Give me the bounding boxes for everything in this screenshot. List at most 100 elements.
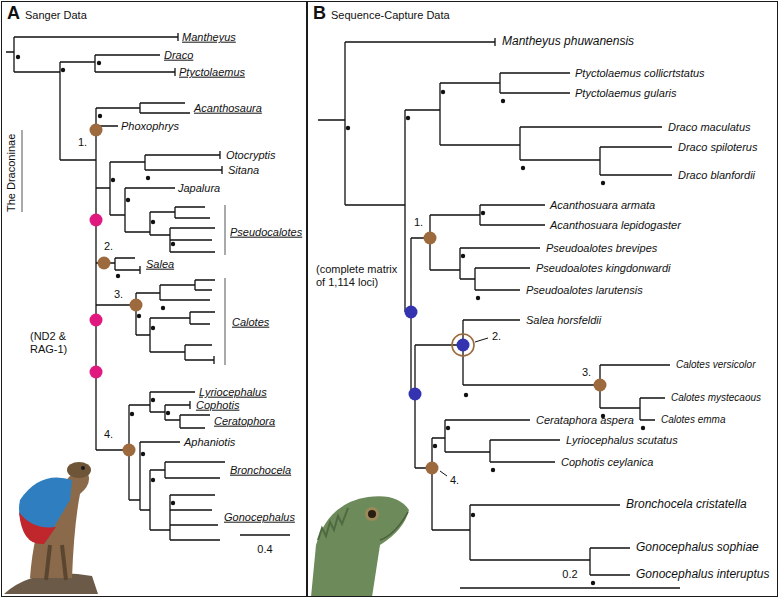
species-name: Bronchocela cristatella	[626, 498, 747, 512]
lizard-eye-ring	[365, 507, 379, 521]
tree-branches	[318, 38, 672, 575]
panel-letter: B	[313, 4, 326, 24]
blue-node-marker	[409, 388, 422, 401]
support-dot	[166, 411, 170, 415]
brown-ring	[452, 334, 474, 356]
lizard-photo	[311, 496, 409, 597]
species-name: Calotes versicolor	[676, 359, 755, 371]
scale-value: 0.4	[257, 543, 272, 556]
support-dot	[441, 90, 445, 94]
lizard-eye	[81, 466, 85, 470]
support-dot	[501, 99, 505, 103]
support-dot	[446, 426, 450, 430]
callout-number: 3.	[114, 288, 123, 301]
brown-node-marker	[123, 444, 136, 457]
taxon-name: Gonocephalus	[224, 511, 295, 524]
blue-node-marker	[405, 306, 418, 319]
support-dot	[521, 166, 525, 170]
support-dot	[406, 116, 410, 120]
species-name: Pseudoalotes brevipes	[546, 242, 657, 255]
species-name: Mantheyus phuwanensis	[502, 35, 634, 49]
taxon-name: Ceratophora	[214, 415, 275, 428]
scale-value: 0.2	[562, 568, 577, 581]
support-dot	[130, 412, 134, 416]
callout-number: 1.	[414, 216, 423, 229]
taxon-name: Draco	[164, 49, 193, 62]
leader-line	[440, 338, 488, 476]
support-dot	[464, 393, 468, 397]
panel: ASanger Data	[1, 1, 307, 597]
callout-number: 2.	[492, 330, 501, 343]
taxon-name: Sitana	[228, 164, 259, 177]
support-dot	[116, 274, 120, 278]
support-dot	[98, 114, 102, 118]
support-dot	[461, 254, 465, 258]
species-name: Draco spiloterus	[678, 141, 757, 154]
dewlap-red	[19, 512, 56, 544]
taxon-name: Bronchocela	[230, 464, 291, 477]
brown-node-marker	[90, 124, 103, 137]
taxon-name: Acanthosaura	[194, 102, 262, 115]
support-dot	[146, 176, 150, 180]
taxon-name: Mantheyus	[182, 31, 236, 44]
support-dot	[61, 68, 65, 72]
lizard-head	[67, 462, 91, 478]
callout-number: 1.	[78, 136, 87, 149]
species-name: Ptyctolaemus gularis	[575, 87, 677, 100]
lizard-legs	[46, 545, 66, 580]
species-name: Gonocephalus sophiae	[636, 541, 759, 555]
support-dot	[141, 452, 145, 456]
tree-branches	[6, 33, 225, 540]
support-dot	[471, 513, 475, 517]
panel-title: Sanger Data	[25, 9, 87, 21]
taxon-name: Aphaniotis	[184, 436, 235, 449]
species-name: Draco blanfordii	[678, 169, 755, 182]
pink-node-marker	[90, 214, 103, 227]
support-dot	[111, 178, 115, 182]
blue-node-marker	[457, 339, 470, 352]
support-dot	[591, 581, 595, 585]
support-dot	[491, 468, 495, 472]
species-name: Calotes mystecaous	[671, 392, 761, 404]
clade-bracket	[22, 130, 225, 365]
lizard-head	[311, 496, 409, 597]
lizard-photo	[4, 462, 98, 594]
species-name: Cophotis ceylanica	[561, 456, 653, 469]
taxon-name: Lyriocephalus	[199, 386, 267, 399]
support-dot	[641, 426, 645, 430]
species-name: Ptyctolaemus collicrtstatus	[575, 67, 705, 80]
brown-node-marker	[98, 257, 111, 270]
species-name: Draco maculatus	[668, 121, 751, 134]
clade-label: The Draconinae	[5, 134, 18, 212]
support-dot	[171, 501, 175, 505]
callout-number: 3.	[582, 366, 591, 379]
species-name: Calotes emma	[661, 414, 725, 426]
pink-node-marker	[90, 366, 103, 379]
species-name: Acanthosuara armata	[550, 199, 655, 212]
support-dot	[346, 126, 350, 130]
support-dot	[151, 326, 155, 330]
species-name: Pseudoalotes kingdonwardi	[536, 262, 671, 275]
brown-node-marker	[594, 379, 607, 392]
taxon-name: Calotes	[232, 316, 269, 329]
taxon-name: Otocryptis	[226, 149, 276, 162]
data-note: (complete matrix of 1,114 loci)	[316, 263, 406, 288]
brown-node-marker	[130, 299, 143, 312]
taxon-name: Salea	[146, 258, 174, 271]
species-name: Gonocephalus interuptus	[636, 568, 769, 582]
lizard-crest	[318, 508, 348, 540]
support-dot	[126, 198, 130, 202]
support-dot	[137, 314, 141, 318]
brown-node-marker	[426, 462, 439, 475]
support-dot	[476, 296, 480, 300]
taxon-name: Cophotis	[196, 399, 239, 412]
data-note: (ND2 & RAG-1)	[30, 330, 82, 355]
callout-number: 2.	[104, 240, 113, 253]
support-dot	[433, 444, 437, 448]
support-dot	[151, 398, 155, 402]
support-dots	[16, 55, 645, 585]
species-name: Acanthosuara lepidogaster	[550, 219, 681, 232]
support-dot	[171, 242, 175, 246]
scale-bar	[460, 587, 680, 588]
support-dot	[151, 220, 155, 224]
